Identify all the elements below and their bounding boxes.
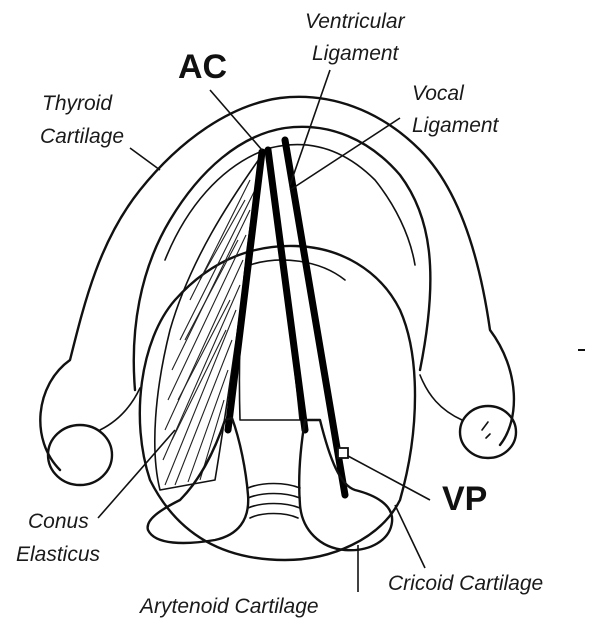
left-vocal-ligament: [228, 152, 262, 430]
vocal-ligament-leader: [290, 118, 400, 190]
right-cornu-mark: [482, 422, 490, 438]
vp-label: VP: [442, 480, 487, 518]
ventricular-ligament-line2: Ligament: [312, 42, 400, 65]
thyroid-cartilage-leader: [130, 148, 160, 170]
thyroid-cartilage-line1: Thyroid: [42, 92, 113, 115]
left-cornu-edge: [100, 388, 140, 430]
conus-elasticus-shape: [155, 155, 262, 490]
center-vocal-ligament: [268, 150, 305, 430]
vocal-ligament-line2: Ligament: [412, 114, 500, 137]
arytenoid-cartilage-label: Arytenoid Cartilage: [138, 595, 319, 618]
vp-leader: [348, 456, 430, 500]
vocal-ligament-label: Vocal Ligament: [412, 82, 500, 137]
thyroid-cartilage-shape: [40, 97, 514, 470]
right-vocal-ligament: [285, 140, 345, 495]
vocal-process-marker: [338, 448, 348, 458]
conus-elasticus-line2: Elasticus: [16, 543, 101, 566]
ac-label: AC: [178, 48, 227, 86]
cricoid-cartilage-leader: [395, 505, 425, 568]
thyroid-cartilage-line2: Cartilage: [40, 125, 124, 148]
left-cornu: [48, 425, 112, 485]
cricoid-inner: [250, 260, 345, 280]
right-cornu-edge: [420, 375, 462, 420]
ventricular-ligament-label: Ventricular Ligament: [305, 10, 410, 65]
vocal-ligament-line1: Vocal: [412, 82, 465, 105]
right-arytenoid-cartilage: [299, 420, 392, 550]
ventricular-ligament-line1: Ventricular: [305, 10, 406, 33]
interarytenoid-band: [248, 484, 300, 519]
conus-elasticus-label: Conus Elasticus: [16, 510, 101, 566]
thyroid-cartilage-label: Thyroid Cartilage: [40, 92, 124, 148]
conus-elasticus-line1: Conus: [28, 510, 89, 533]
left-arytenoid-cartilage: [148, 418, 249, 543]
cricoid-cartilage-label: Cricoid Cartilage: [388, 572, 543, 595]
